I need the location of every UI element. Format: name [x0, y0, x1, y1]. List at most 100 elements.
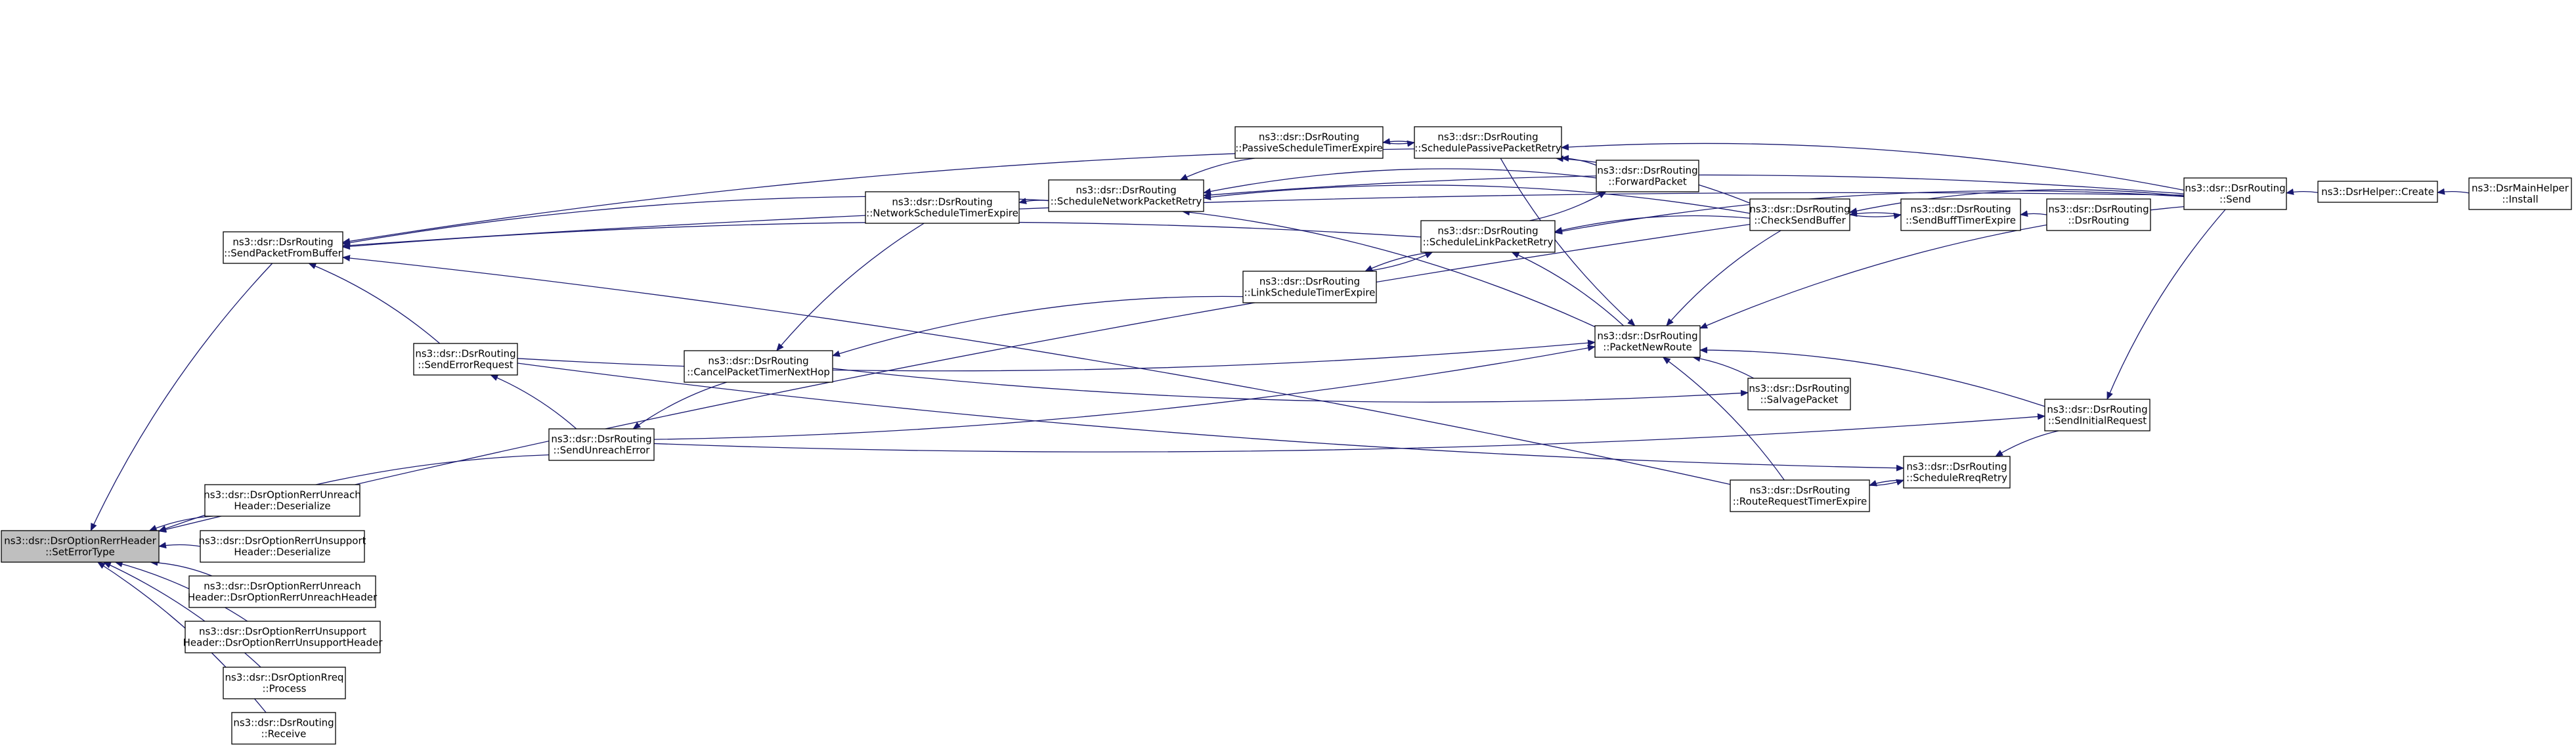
- node-sendErrorRequest[interactable]: ns3::dsr::DsrRouting::SendErrorRequest: [413, 343, 518, 376]
- node-label-line-1: ns3::dsr::DsrRouting: [1910, 204, 2011, 215]
- node-schedPassivePacketRetry[interactable]: ns3::dsr::DsrRouting::SchedulePassivePac…: [1414, 126, 1562, 159]
- node-label-line-2: ::LinkScheduleTimerExpire: [1244, 287, 1376, 299]
- node-label-line-1: ns3::dsr::DsrRouting: [551, 433, 651, 445]
- edge-rerrUnreachDeser-to-root: [148, 516, 213, 531]
- node-salvagePacket[interactable]: ns3::dsr::DsrRouting::SalvagePacket: [1747, 378, 1851, 410]
- edge-salvagePacket-to-packetNewRoute: [1692, 355, 1755, 379]
- node-packetNewRoute[interactable]: ns3::dsr::DsrRouting::PacketNewRoute: [1594, 325, 1701, 358]
- node-sendPacketFromBuffer[interactable]: ns3::dsr::DsrRouting::SendPacketFromBuff…: [223, 231, 343, 264]
- edge-routeRequestTimerExpire-to-packetNewRoute: [1662, 357, 1785, 481]
- node-label-line-2: ::Send: [2219, 194, 2251, 206]
- node-label-line-2: ::Receive: [261, 728, 307, 740]
- node-box: [223, 231, 343, 264]
- node-label-line-1: ns3::dsr::DsrRouting: [1749, 204, 1850, 215]
- node-rerrUnreachDeser[interactable]: ns3::dsr::DsrOptionRerrUnreachHeader::De…: [204, 484, 361, 517]
- node-box: [223, 667, 346, 699]
- node-label-line-2: ::SetErrorType: [45, 546, 115, 558]
- edge-sendUnreachError-to-sendInitialRequest: [653, 413, 2045, 452]
- node-routeRequestTimerExpire[interactable]: ns3::dsr::DsrRouting::RouteRequestTimerE…: [1730, 479, 1870, 512]
- edge-sendErrorRequest-to-scheduleRreqRetry: [517, 363, 1904, 472]
- node-label-line-2: ::SendPacketFromBuffer: [224, 248, 342, 259]
- node-linkSchedTimerExpire[interactable]: ns3::dsr::DsrRouting::LinkScheduleTimerE…: [1242, 271, 1377, 303]
- node-label-line-2: ::ScheduleNetworkPacketRetry: [1051, 196, 1202, 208]
- node-helperCreate[interactable]: ns3::DsrHelper::Create: [2317, 181, 2438, 203]
- edge-sendInitialRequest-to-packetNewRoute: [1699, 347, 2045, 407]
- node-sendUnreachError[interactable]: ns3::dsr::DsrRouting::SendUnreachError: [548, 428, 655, 461]
- edge-dsrRoutingCtor-to-sendBuffTimerExpire: [2020, 210, 2047, 217]
- node-mainHelperInstall[interactable]: ns3::DsrMainHelper::Install: [2468, 177, 2572, 210]
- node-label-line-1: ns3::dsr::DsrRouting: [1437, 225, 1538, 237]
- node-label-line-2: Header::DsrOptionRerrUnsupportHeader: [183, 637, 383, 649]
- node-box: [204, 484, 360, 517]
- node-box: [2468, 177, 2572, 210]
- edge-sendErrorRequest-to-packetNewRoute: [517, 340, 1596, 372]
- edge-routingSend-to-schedPassivePacketRetry: [1561, 143, 2185, 191]
- node-checkSendBuffer[interactable]: ns3::dsr::DsrRouting::CheckSendBuffer: [1749, 198, 1850, 231]
- node-label-line-1: ns3::dsr::DsrRouting: [892, 196, 992, 208]
- node-rerrUnsupportCtor[interactable]: ns3::dsr::DsrOptionRerrUnsupportHeader::…: [183, 621, 383, 653]
- node-box: [2044, 399, 2150, 431]
- node-label-line-2: ::CancelPacketTimerNextHop: [687, 366, 830, 378]
- node-label-line-1: ns3::dsr::DsrRouting: [1749, 485, 1850, 496]
- node-passiveSchedTimerExpire[interactable]: ns3::dsr::DsrRouting::PassiveScheduleTim…: [1234, 126, 1384, 159]
- node-box: [1594, 325, 1701, 358]
- edge-schedNetPacketRetry-to-netSchedTimerExpire: [1018, 198, 1049, 204]
- edge-rerrUnreachCtor-to-root: [150, 559, 213, 577]
- node-sendBuffTimerExpire[interactable]: ns3::dsr::DsrRouting::SendBuffTimerExpir…: [1900, 198, 2021, 231]
- node-box: [185, 621, 381, 653]
- edge-schedLinkPacketRetry-to-linkSchedTimerExpire: [1364, 252, 1433, 272]
- node-label-line-1: ns3::dsr::DsrRouting: [233, 717, 334, 729]
- node-label-line-2: ::ScheduleRreqRetry: [1906, 472, 2007, 484]
- edge-sendErrorRequest-to-sendPacketFromBuffer: [308, 263, 441, 344]
- node-cancelPacketTimerNextHop[interactable]: ns3::dsr::DsrRouting::CancelPacketTimerN…: [684, 350, 833, 383]
- node-box: [188, 575, 376, 608]
- node-label-line-2: ::NetworkScheduleTimerExpire: [866, 208, 1018, 219]
- edge-checkSendBuffer-to-root: [158, 224, 1751, 533]
- edge-mainHelperInstall-to-helperCreate: [2437, 188, 2470, 195]
- edge-schedLinkPacketRetry-to-forwardPacket: [1529, 191, 1607, 221]
- node-box: [1747, 378, 1851, 410]
- edge-schedLinkPacketRetry-to-sendPacketFromBuffer: [342, 221, 1422, 250]
- edge-packetNewRoute-to-schedLinkPacketRetry: [1511, 252, 1624, 326]
- node-sendInitialRequest[interactable]: ns3::dsr::DsrRouting::SendInitialRequest: [2044, 399, 2150, 431]
- node-rreqProcess[interactable]: ns3::dsr::DsrOptionRreq::Process: [223, 667, 346, 699]
- edge-forwardPacket-to-schedNetPacketRetry: [1203, 168, 1597, 195]
- edge-helperCreate-to-routingSend: [2286, 188, 2319, 195]
- node-rerrUnsupportDeser[interactable]: ns3::dsr::DsrOptionRerrUnsupportHeader::…: [198, 530, 366, 563]
- node-schedLinkPacketRetry[interactable]: ns3::dsr::DsrRouting::ScheduleLinkPacket…: [1420, 220, 1556, 253]
- node-box: [1420, 220, 1556, 253]
- node-label-line-1: ns3::dsr::DsrRouting: [2047, 404, 2147, 416]
- node-label-line-2: Header::DsrOptionRerrUnreachHeader: [188, 592, 378, 604]
- node-box: [1900, 198, 2021, 231]
- node-label-line-1: ns3::dsr::DsrRouting: [1259, 131, 1359, 143]
- edge-passiveSchedTimerExpire-to-schedPassivePacketRetry: [1382, 140, 1415, 147]
- node-label-line-1: ns3::dsr::DsrRouting: [1597, 165, 1697, 177]
- node-schedNetPacketRetry[interactable]: ns3::dsr::DsrRouting::ScheduleNetworkPac…: [1048, 179, 1204, 212]
- node-routingReceive[interactable]: ns3::dsr::DsrRouting::Receive: [231, 712, 336, 745]
- root-node: ns3::dsr::DsrOptionRerrHeader::SetErrorT…: [1, 530, 160, 563]
- node-layer: ns3::dsr::DsrOptionRerrHeader::SetErrorT…: [1, 126, 2572, 745]
- edge-checkSendBuffer-to-packetNewRoute: [1666, 230, 1781, 326]
- node-box: [1414, 126, 1562, 159]
- node-forwardPacket[interactable]: ns3::dsr::DsrRouting::ForwardPacket: [1596, 160, 1699, 192]
- edge-routeRequestTimerExpire-to-sendPacketFromBuffer: [342, 255, 1731, 485]
- node-label-line-2: ::SendBuffTimerExpire: [1906, 215, 2016, 227]
- node-label-line-2: ::ForwardPacket: [1608, 176, 1687, 188]
- node-box: [1234, 126, 1384, 159]
- node-label-line-2: ::RouteRequestTimerExpire: [1733, 496, 1867, 508]
- node-routingSend[interactable]: ns3::dsr::DsrRouting::Send: [2183, 177, 2287, 210]
- edge-cancelPacketTimerNextHop-to-salvagePacket: [832, 368, 1749, 403]
- node-box: [548, 428, 655, 461]
- node-label-line-1: ns3::dsr::DsrRouting: [415, 348, 515, 360]
- node-netSchedTimerExpire[interactable]: ns3::dsr::DsrRouting::NetworkScheduleTim…: [865, 191, 1020, 224]
- node-label-line-2: Header::Deserialize: [234, 500, 330, 512]
- node-dsrRoutingCtor[interactable]: ns3::dsr::DsrRouting::DsrRouting: [2046, 198, 2151, 231]
- node-box: [200, 530, 365, 563]
- node-label-line-1: ns3::dsr::DsrRouting: [1437, 131, 1538, 143]
- node-scheduleRreqRetry[interactable]: ns3::dsr::DsrRouting::ScheduleRreqRetry: [1903, 456, 2011, 489]
- edge-cancelPacketTimerNextHop-to-sendUnreachError: [632, 382, 727, 429]
- node-box: [413, 343, 518, 376]
- node-label-line-1: ns3::dsr::DsrOptionRerrUnsupport: [198, 535, 366, 547]
- edge-passiveSchedTimerExpire-to-schedNetPacketRetry: [1179, 158, 1255, 181]
- node-rerrUnreachCtor[interactable]: ns3::dsr::DsrOptionRerrUnreachHeader::Ds…: [188, 575, 378, 608]
